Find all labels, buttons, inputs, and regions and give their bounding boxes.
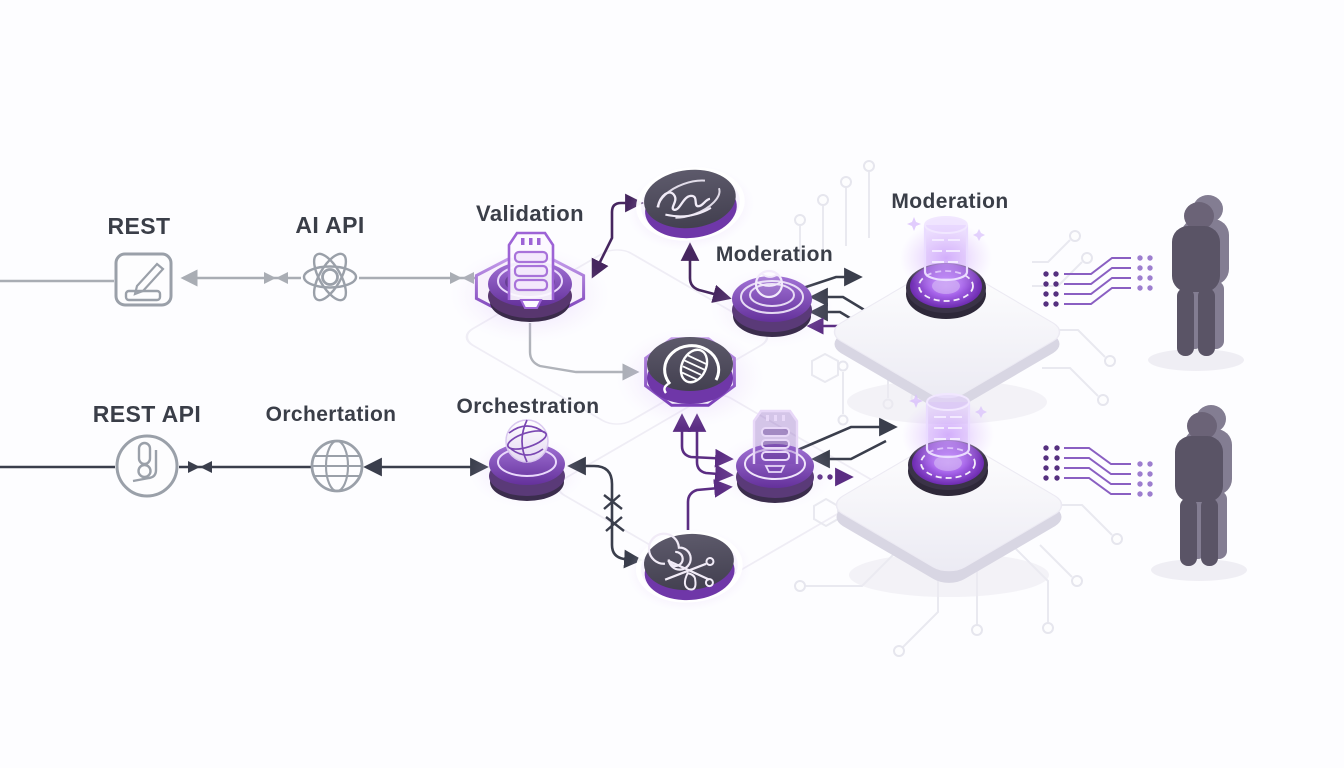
moderation-hub-node: [710, 268, 834, 348]
label-validation: Validation: [476, 201, 584, 226]
edge-splitter-document: [686, 479, 733, 530]
atom-icon: [302, 252, 358, 302]
validation-node: [450, 231, 610, 343]
edge-validation-signature: [591, 193, 644, 279]
splitter-node: [627, 528, 752, 612]
meeting-triangles-dark: [188, 461, 212, 473]
lever-icon: [115, 434, 179, 498]
label-ai-api: AI API: [295, 212, 365, 238]
globe-rings-icon: [740, 269, 804, 314]
moderation-platform-top-node: [833, 215, 1061, 424]
edge-validation-analysis: [528, 323, 640, 381]
analysis-node: [616, 328, 764, 428]
moderation-platform-bottom-node: [835, 392, 1063, 597]
label-orchertation: Orchertation: [265, 403, 397, 426]
sphere-icon: [505, 419, 549, 463]
signature-pad-icon: [114, 252, 173, 307]
label-rest: REST: [107, 213, 171, 239]
label-orchestration: Orchestration: [456, 395, 600, 418]
edge-analysis-document: [672, 413, 734, 484]
document-hub-node: [715, 409, 835, 510]
person-figure: [1151, 405, 1247, 581]
label-moderation-center: Moderation: [715, 243, 834, 266]
orchestration-node: [469, 419, 585, 508]
wireframe-globe-icon: [310, 439, 364, 493]
links-platform-user-top: [1043, 255, 1153, 307]
links-platform-user-bottom: [1043, 445, 1153, 497]
person-figure: [1148, 195, 1244, 371]
edge-orchestration-splitter: [567, 456, 643, 569]
signature-stamp-node: [627, 165, 755, 251]
label-moderation-right: Moderation: [891, 190, 1009, 213]
label-rest-api: REST API: [92, 401, 202, 427]
cut-marks: [603, 494, 625, 532]
database-hologram-icon: [898, 215, 994, 296]
document-hologram-icon: [752, 409, 799, 473]
edge-rest-row: [0, 269, 477, 287]
document-hologram-icon: [507, 231, 555, 309]
signature-scribble-icon: [656, 179, 721, 219]
arc-net-icon: [663, 344, 721, 394]
edge-signature-moderation: [680, 242, 732, 303]
scribble-scissors-icon: [647, 532, 715, 591]
